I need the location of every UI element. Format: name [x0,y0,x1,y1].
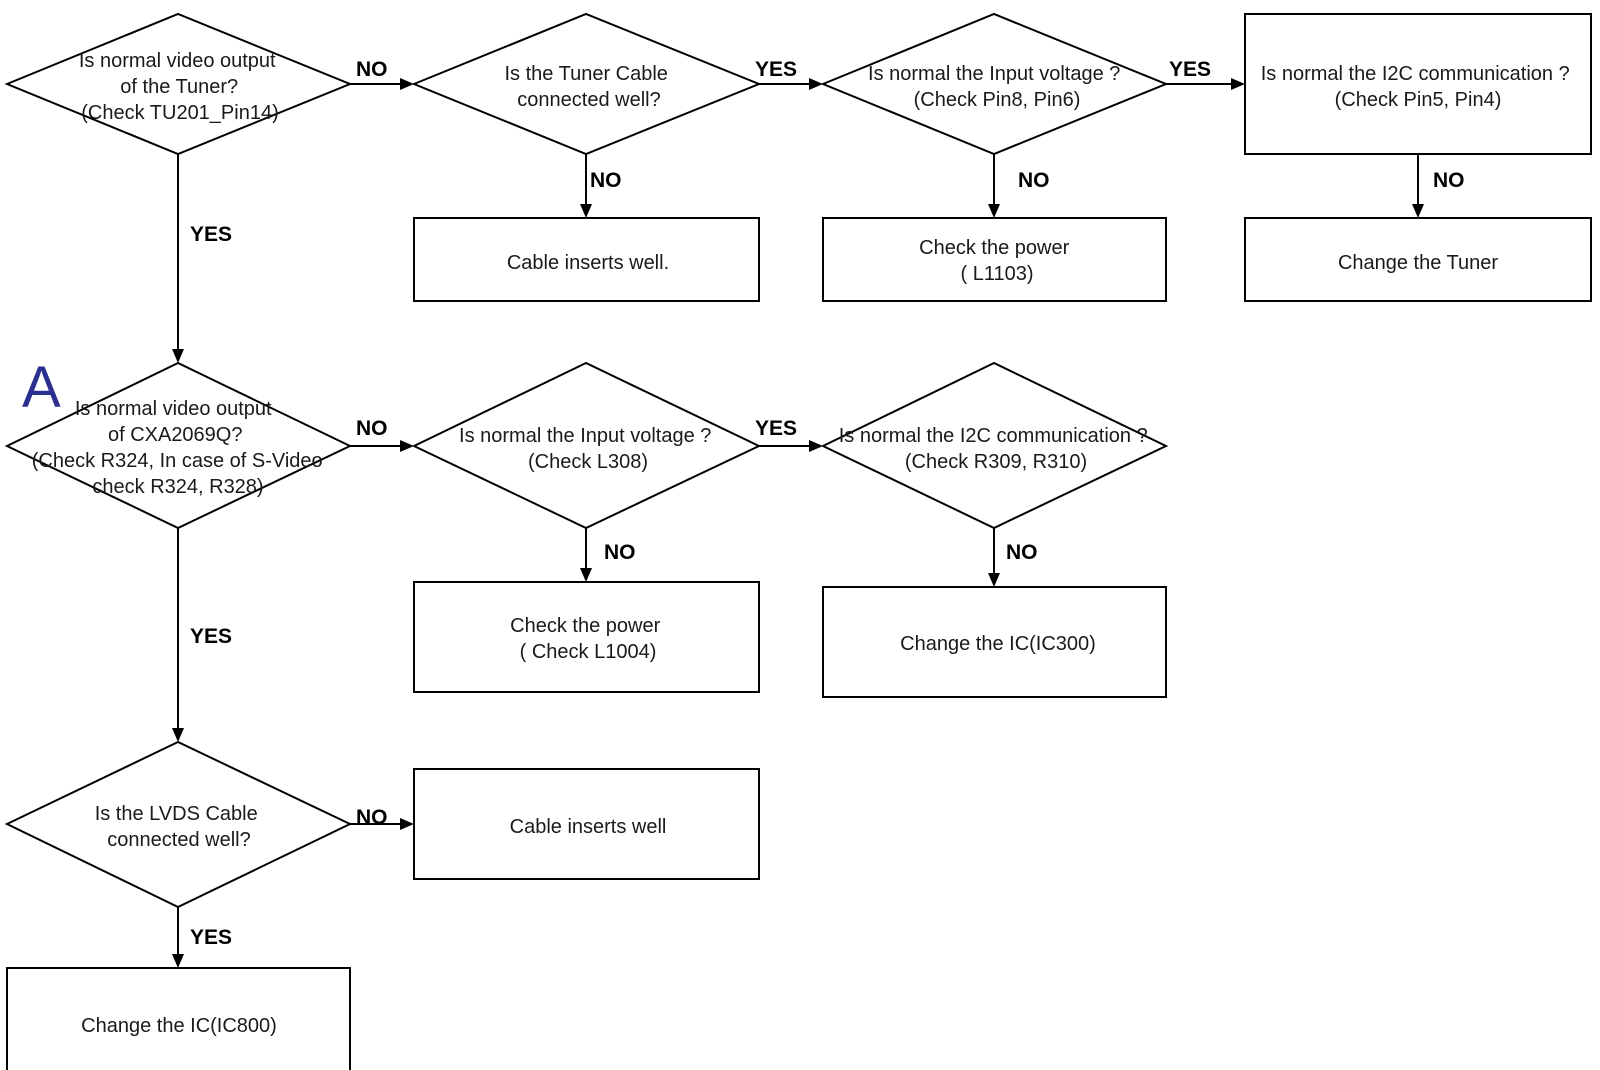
connector-d7-b7 [350,818,414,830]
label-decision-tuner-video-output: Is normal video output of the Tuner? (Ch… [79,50,281,124]
label-action-check-power-l1103: Check the power ( L1103) [919,237,1075,285]
action-lvds-cable-inserts [413,768,760,880]
connector-d4-d7 [172,528,184,742]
label-action-lvds-cable-inserts: Cable inserts well [510,816,667,838]
action-change-tuner [1244,217,1592,302]
label-line: (Check Pin8, Pin6) [914,89,1081,111]
edge-label-d1-d2: NO [356,58,388,81]
connector-d7-b8 [172,907,184,968]
label-decision-tuner-input-voltage: Is normal the Input voltage ? (Check Pin… [868,63,1126,111]
connector-d2-d3 [759,78,823,90]
connector-d3-b3 [988,154,1000,218]
label-line: Is normal the Input voltage ? [868,63,1120,85]
edge-label-d3-b1: YES [1169,58,1211,81]
label-line: Cable inserts well. [507,252,669,274]
label-decision-tuner-cable-connected: Is the Tuner Cable connected well? [505,63,674,111]
label-line: Is the Tuner Cable [505,63,668,85]
label-decision-cxa2069q-input-voltage: Is normal the Input voltage ? (Check L30… [459,425,717,473]
connector-d5-d6 [759,440,823,452]
label-line: of CXA2069Q? [108,424,243,446]
label-line: (Check R309, R310) [905,451,1087,473]
connector-d5-b5 [580,528,592,582]
action-check-power-l1004 [413,581,760,693]
label-line: Is normal the I2C communication ? [1261,63,1570,85]
label-line: Check the power [919,237,1069,259]
connector-d3-b1 [1166,78,1245,90]
label-line: Change the Tuner [1338,252,1498,274]
edge-label-d7-b7: NO [356,806,388,829]
label-line: Is normal the I2C communication ? [839,425,1148,447]
edge-label-b1-b4: NO [1433,169,1465,192]
edge-label-d5-d6: YES [755,417,797,440]
label-decision-lvds-cable-connected: Is the LVDS Cable connected well? [95,803,264,851]
connector-b1-b4 [1412,154,1424,218]
label-line: (Check Pin5, Pin4) [1335,89,1502,111]
label-action-change-tuner: Change the Tuner [1338,252,1498,274]
label-line: ( Check L1004) [520,641,657,663]
label-line: Is normal video output [79,50,276,72]
connector-d1-d2 [350,78,414,90]
label-action-check-power-l1004: Check the power ( Check L1004) [510,615,666,663]
label-line: Change the IC(IC300) [900,633,1096,655]
connector-d4-d5 [350,440,414,452]
label-line: check R324, R328) [92,476,263,498]
edge-label-d4-d7: YES [190,625,232,648]
label-line: (Check TU201_Pin14) [81,102,279,124]
section-marker-a: A [22,355,61,420]
label-line: connected well? [107,829,250,851]
label-line: Is normal the Input voltage ? [459,425,711,447]
label-action-change-ic300: Change the IC(IC300) [900,633,1096,655]
label-line: of the Tuner? [120,76,238,98]
action-tuner-cable-inserts [413,217,760,302]
edge-label-d7-b8: YES [190,926,232,949]
decision-cxa2069q-i2c-communication [820,361,1169,530]
label-line: ( L1103) [960,263,1033,285]
connector-d6-b6 [988,528,1000,587]
label-line: Is normal video output [75,398,272,420]
label-line: (Check L308) [528,451,648,473]
edge-label-d4-d5: NO [356,417,388,440]
label-line: Check the power [510,615,660,637]
label-action-tuner-cable-inserts: Cable inserts well. [507,252,669,274]
label-decision-cxa2069q-i2c-communication: Is normal the I2C communication ? (Check… [839,425,1154,473]
label-line: Is the LVDS Cable [95,803,258,825]
label-line: connected well? [517,89,660,111]
connector-d2-b2 [580,154,592,218]
label-line: Cable inserts well [510,816,667,838]
label-decision-cxa2069q-video-output: Is normal video output of CXA2069Q? (Che… [32,398,328,498]
action-change-ic300 [822,586,1167,698]
label-line: Change the IC(IC800) [81,1015,277,1037]
connector-d1-d4 [172,154,184,363]
edge-label-d3-b3: NO [1018,169,1050,192]
edge-label-d5-b5: NO [604,541,636,564]
action-check-power-l1103 [822,217,1167,302]
label-line: (Check R324, In case of S-Video [32,450,323,472]
label-action-change-ic800: Change the IC(IC800) [81,1015,277,1037]
edge-label-d1-d4: YES [190,223,232,246]
action-change-ic800 [6,967,351,1070]
edge-label-d2-b2: NO [590,169,622,192]
edge-label-d6-b6: NO [1006,541,1038,564]
edge-label-d2-d3: YES [755,58,797,81]
label-decision-tuner-i2c-communication: Is normal the I2C communication ? (Check… [1261,63,1576,111]
